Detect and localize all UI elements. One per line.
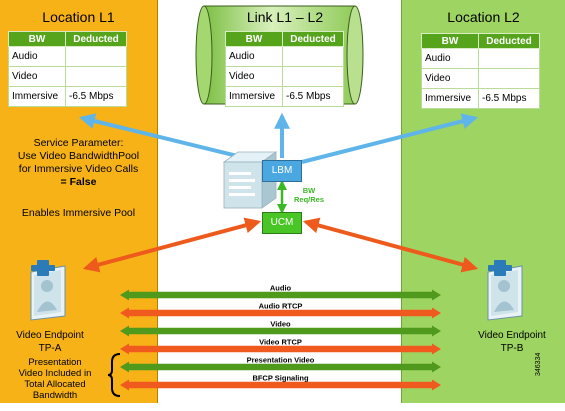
flow-label: Video RTCP bbox=[259, 338, 302, 347]
flow-arrow: BFCP Signaling bbox=[120, 374, 441, 391]
table-header: Deducted bbox=[478, 33, 540, 49]
flow-label: Presentation Video bbox=[247, 356, 315, 365]
location-l2-title: Location L2 bbox=[447, 9, 520, 25]
table-cell: Video bbox=[421, 68, 479, 89]
flow-arrow: Presentation Video bbox=[120, 356, 441, 373]
table-cell bbox=[478, 48, 540, 69]
ucm-to-tp-b-arrow bbox=[302, 217, 479, 273]
presentation-note-line: Video Included in bbox=[18, 368, 92, 379]
flow-arrow-shape bbox=[120, 289, 441, 301]
table-cell: Audio bbox=[421, 48, 479, 69]
service-parameter-value: = False bbox=[60, 176, 97, 188]
lbm-to-l1-arrow bbox=[78, 113, 263, 164]
link-title: Link L1 – L2 bbox=[246, 9, 324, 25]
video-endpoint-tp-a-icon bbox=[30, 260, 66, 321]
video-endpoint-tp-b-icon bbox=[487, 260, 523, 321]
flow-arrow-shape bbox=[120, 343, 441, 355]
flow-label: Video bbox=[270, 320, 291, 329]
endpoint-label-line: TP-B bbox=[500, 343, 524, 354]
presentation-bracket bbox=[108, 353, 121, 397]
flow-arrow: Audio RTCP bbox=[120, 302, 441, 319]
endpoint-label-line: TP-A bbox=[38, 343, 62, 354]
endpoint-tp-b-label: Video Endpoint TP-B bbox=[462, 329, 562, 355]
service-parameter-line: for Immersive Video Calls bbox=[18, 163, 139, 175]
bw-req-res-label: BW Req/Res bbox=[289, 186, 329, 204]
ucm-label: UCM bbox=[270, 217, 294, 228]
lbm-label: LBM bbox=[271, 165, 293, 176]
presentation-note-line: Bandwidth bbox=[32, 390, 78, 401]
lbm-box: LBM bbox=[262, 160, 302, 182]
table-header: BW bbox=[225, 31, 283, 47]
endpoint-tp-a-label: Video Endpoint TP-A bbox=[0, 329, 100, 355]
table-header: BW bbox=[8, 31, 66, 47]
table-cell: Immersive bbox=[8, 86, 66, 107]
service-parameter-text: Service Parameter: Use Video BandwidthPo… bbox=[0, 137, 157, 189]
flow-label: Audio RTCP bbox=[259, 302, 303, 311]
ucm-to-tp-a-arrow bbox=[82, 217, 262, 273]
figure-id: 346334 bbox=[535, 352, 542, 376]
flow-arrow-shape bbox=[120, 307, 441, 319]
bw-label-line: BW bbox=[302, 186, 316, 195]
lbm-to-l2-arrow bbox=[301, 113, 479, 164]
ucm-box: UCM bbox=[262, 212, 302, 234]
service-parameter-line: Service Parameter: bbox=[33, 137, 124, 149]
table-cell: -6.5 Mbps bbox=[282, 86, 344, 107]
enables-immersive-pool-text: Enables Immersive Pool bbox=[21, 207, 136, 219]
bw-label-line: Req/Res bbox=[293, 195, 324, 204]
table-cell bbox=[65, 46, 127, 67]
table-cell: -6.5 Mbps bbox=[478, 88, 540, 109]
endpoint-label-line: Video Endpoint bbox=[478, 330, 546, 341]
flow-arrow-shape bbox=[120, 325, 441, 337]
presentation-note-line: Total Allocated bbox=[24, 379, 86, 390]
presentation-note-line: Presentation bbox=[28, 357, 82, 368]
flow-arrow-shape bbox=[120, 361, 441, 373]
flow-label: BFCP Signaling bbox=[252, 374, 309, 383]
location-l1-title: Location L1 bbox=[42, 9, 115, 25]
table-cell: -6.5 Mbps bbox=[65, 86, 127, 107]
table-cell bbox=[478, 68, 540, 89]
table-cell: Video bbox=[8, 66, 66, 87]
flow-label: Audio bbox=[270, 284, 292, 293]
flow-arrow: Video RTCP bbox=[120, 338, 441, 355]
flow-arrow-shape bbox=[120, 379, 441, 391]
table-cell: Immersive bbox=[421, 88, 479, 109]
table-header: Deducted bbox=[282, 31, 344, 47]
table-cell bbox=[282, 46, 344, 67]
endpoint-label-line: Video Endpoint bbox=[16, 330, 84, 341]
service-parameter-line: Use Video BandwidthPool bbox=[17, 150, 140, 162]
presentation-note: Presentation Video Included in Total All… bbox=[0, 357, 110, 401]
flow-arrow: Audio bbox=[120, 284, 441, 301]
flow-arrow: Video bbox=[120, 320, 441, 337]
table-cell: Immersive bbox=[225, 86, 283, 107]
table-header: BW bbox=[421, 33, 479, 49]
table-cell bbox=[65, 66, 127, 87]
